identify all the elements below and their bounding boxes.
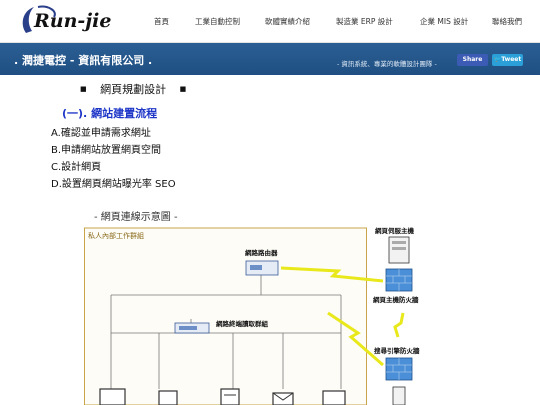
step-item: C.設計網頁: [51, 162, 102, 173]
nav-contact[interactable]: 聯絡我們: [492, 17, 522, 26]
nav-home[interactable]: 首頁: [154, 17, 169, 26]
folder-icon: [322, 390, 346, 405]
bird-icon: 🐦: [493, 56, 502, 63]
network-diagram: 私人內部工作群組 網路路由器 網路終端讀取群組: [84, 226, 420, 405]
private-group-frame: [84, 227, 367, 405]
sub-title: (一). 網站建置流程: [62, 107, 158, 120]
server-icon: [388, 236, 410, 264]
diagram-caption: - 網頁連線示意圖 -: [94, 212, 178, 223]
lightning-link-icon: [393, 312, 405, 338]
laptop-icon: [158, 390, 178, 405]
mail-icon: [272, 392, 294, 405]
nav-mis-design[interactable]: 企業 MIS 設計: [420, 17, 469, 26]
tweet-label: Tweet: [501, 56, 522, 63]
document-icon: [220, 388, 240, 405]
top-bar: Run-jie 首頁 工業自動控制 軟體實績介紹 製造業 ERP 設計 企業 M…: [0, 0, 540, 43]
network-cables: [110, 275, 342, 389]
web-server-label: 網頁伺服主機: [375, 226, 415, 235]
logo-text: Run-jie: [33, 10, 111, 32]
computer-icon: [99, 388, 126, 405]
lightning-link-icon: [280, 266, 384, 283]
step-item: A.確認並申請需求網址: [51, 128, 151, 139]
search-server-icon: [392, 386, 406, 405]
group-label: 私人內部工作群組: [88, 231, 144, 240]
section-title-text: 網頁規劃設計: [100, 83, 167, 96]
square-bullet-icon: ■: [80, 85, 87, 93]
company-name: . 潤捷電控 - 資訊有限公司 .: [14, 54, 153, 67]
nav-industrial-automation[interactable]: 工業自動控制: [195, 17, 240, 26]
host-firewall-label: 網頁主機防火牆: [373, 295, 419, 304]
search-firewall-label: 搜尋引擎防火牆: [374, 346, 420, 355]
router-label: 網路路由器: [245, 248, 278, 257]
share-button[interactable]: Share: [457, 54, 488, 66]
switch-label: 網路終端讀取群組: [216, 319, 269, 328]
firewall-icon: [385, 268, 413, 292]
section-title: ■ 網頁規劃設計 ■: [80, 81, 186, 97]
company-tagline: - 資訊系統、專業的軟體設計團隊 -: [337, 60, 437, 68]
company-banner: [0, 43, 540, 75]
nav-erp-design[interactable]: 製造業 ERP 設計: [336, 17, 393, 26]
logo[interactable]: Run-jie: [18, 3, 128, 39]
step-item: B.申請網站放置網頁空間: [51, 145, 162, 156]
lightning-link-icon: [327, 311, 384, 367]
router-icon: [245, 260, 279, 276]
step-item: D.設置網頁網站曝光率 SEO: [51, 179, 176, 190]
tweet-button[interactable]: 🐦Tweet: [492, 54, 523, 66]
nav-software-portfolio[interactable]: 軟體實績介紹: [265, 17, 310, 26]
firewall-icon: [385, 357, 413, 381]
square-bullet-icon: ■: [179, 85, 187, 93]
switch-icon: [174, 322, 210, 334]
